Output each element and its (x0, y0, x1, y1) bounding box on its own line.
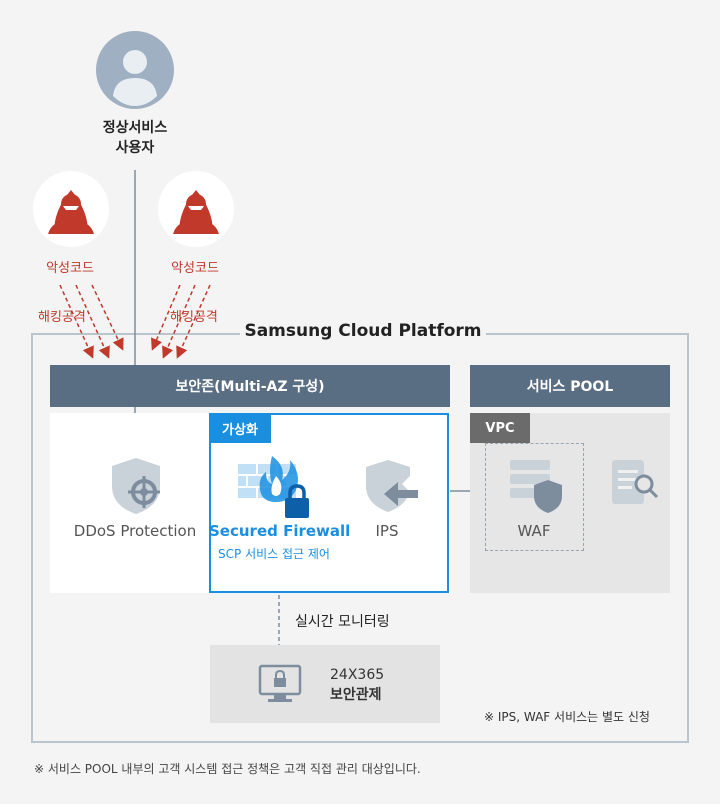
ddos-shield-icon (112, 458, 160, 514)
lock-icon (285, 484, 309, 518)
hacker-icon (158, 171, 234, 247)
document-search-icon (612, 460, 659, 504)
monitor-lock-icon (258, 664, 302, 702)
ips-waf-note: ※ IPS, WAF 서비스는 별도 신청 (484, 710, 650, 724)
attack-arrow (75, 284, 110, 359)
virtualization-box (209, 413, 449, 593)
attack-arrow (151, 284, 181, 351)
firewall-label: Secured Firewall (209, 522, 351, 540)
footer-note: ※ 서비스 POOL 내부의 고객 시스템 접근 정책은 고객 직접 관리 대상… (34, 762, 421, 776)
waf-dashed-frame (485, 443, 584, 551)
user-avatar-icon (96, 31, 174, 109)
hacking-label-1: 해킹공격 (38, 310, 86, 325)
firewall-icon (238, 456, 298, 502)
ddos-label: DDoS Protection (73, 522, 197, 540)
vpc-badge: VPC (470, 413, 530, 443)
virtualization-badge: 가상화 (209, 413, 271, 443)
user-label: 정상서비스 사용자 (80, 118, 190, 158)
attack-arrow (162, 284, 196, 359)
service-pool-header: 서비스 POOL (470, 365, 670, 407)
malware-label-2: 악성코드 (171, 261, 219, 276)
malware-label-1: 악성코드 (46, 261, 94, 276)
monitoring-text: 24X365 보안관제 (330, 665, 384, 705)
waf-server-shield-icon (510, 460, 562, 513)
security-zone-header: 보안존(Multi-AZ 구성) (50, 365, 450, 407)
attack-arrow (176, 284, 211, 359)
user-label-line1: 정상서비스 (102, 120, 168, 136)
monitoring-box (210, 645, 440, 723)
monitoring-line1: 24X365 (330, 667, 385, 683)
monitoring-line2: 보안관제 (330, 687, 382, 703)
attack-arrow (59, 284, 94, 359)
ips-shield-icon (366, 460, 424, 512)
firewall-sublabel: SCP 서비스 접근 제어 (218, 547, 330, 561)
platform-title: Samsung Cloud Platform (240, 321, 486, 341)
attack-arrow (91, 284, 124, 351)
waf-label: WAF (517, 522, 551, 540)
monitoring-label: 실시간 모니터링 (295, 614, 390, 630)
user-label-line2: 사용자 (115, 140, 155, 156)
ips-label: IPS (375, 522, 399, 540)
hacker-icon (33, 171, 109, 247)
